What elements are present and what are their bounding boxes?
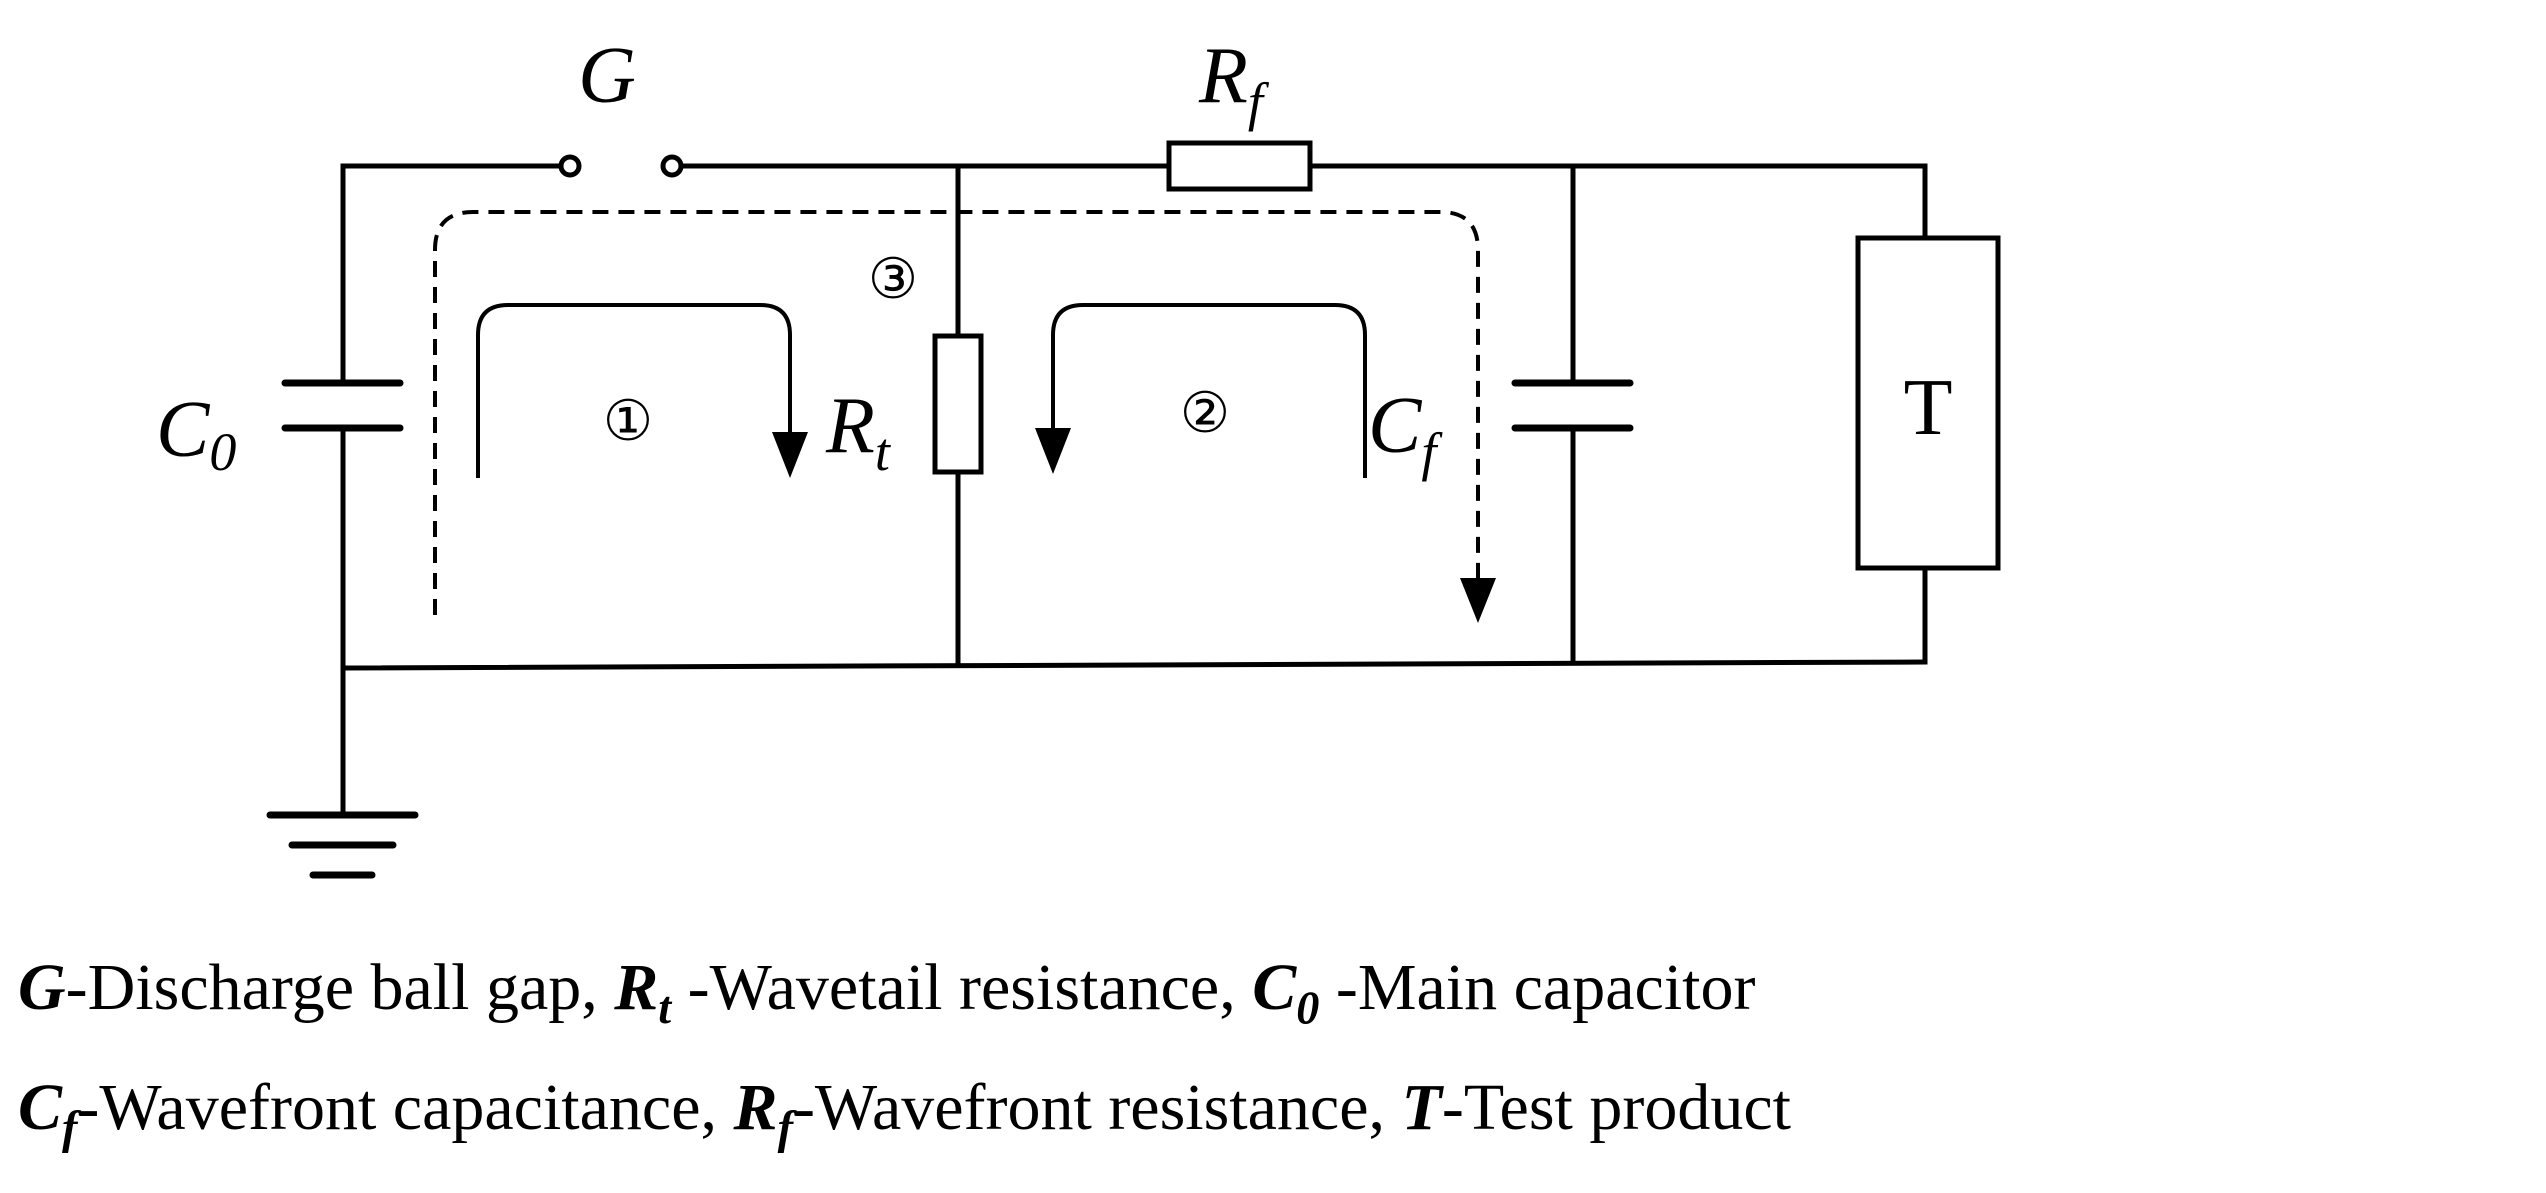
- main-capacitor-label: C0: [156, 386, 236, 482]
- legend-symbol: Cf: [18, 1071, 78, 1154]
- wire-bottom: [340, 659, 1928, 671]
- legend-symbol: C0: [1252, 951, 1320, 1034]
- legend-symbol: G: [18, 951, 66, 1024]
- gap-terminal-right: [660, 154, 684, 178]
- wavefront-resistor: [1166, 140, 1313, 192]
- loop1-path: [476, 303, 792, 478]
- loop1-arrowhead: [772, 432, 808, 478]
- loop2-arrowhead: [1035, 428, 1071, 474]
- wavefront-capacitor-label: Cf: [1368, 382, 1443, 482]
- legend-line-2: Cf-Wavefront capacitance, Rf-Wavefront r…: [18, 1075, 1791, 1151]
- ground-icon: [266, 811, 419, 879]
- loop3-arrowhead: [1460, 578, 1496, 623]
- legend-description: -Test product: [1441, 1071, 1791, 1144]
- legend-symbol: T: [1401, 1071, 1442, 1144]
- loop1-label: ①: [603, 389, 653, 454]
- legend-description: -Wavefront resistance,: [792, 1071, 1402, 1144]
- legend-description: -Main capacitor: [1319, 951, 1756, 1024]
- circuit-diagram: G Rf Rt C0 Cf T ① ② ③: [156, 32, 2001, 879]
- gap-label: G: [578, 32, 636, 120]
- legend-description: -Wavetail resistance,: [671, 951, 1253, 1024]
- wavetail-resistor: [932, 333, 984, 475]
- legend-line-1: G-Discharge ball gap, Rt -Wavetail resis…: [18, 955, 1755, 1031]
- legend-description: -Discharge ball gap,: [65, 951, 615, 1024]
- test-product-label: T: [1904, 364, 1953, 452]
- loop3-path: [433, 210, 1480, 615]
- loop2-path: [1051, 303, 1367, 478]
- loop3-label: ③: [868, 247, 918, 312]
- legend-symbol: Rt: [614, 951, 672, 1034]
- loop2-label: ②: [1180, 381, 1230, 446]
- test-product-box: [1855, 235, 2001, 571]
- legend-description: -Wavefront capacitance,: [77, 1071, 734, 1144]
- wavefront-resistor-label: Rf: [1198, 32, 1270, 132]
- wavetail-resistor-label: Rt: [825, 382, 892, 482]
- gap-terminal-left: [558, 154, 582, 178]
- legend-symbol: Rf: [733, 1071, 793, 1154]
